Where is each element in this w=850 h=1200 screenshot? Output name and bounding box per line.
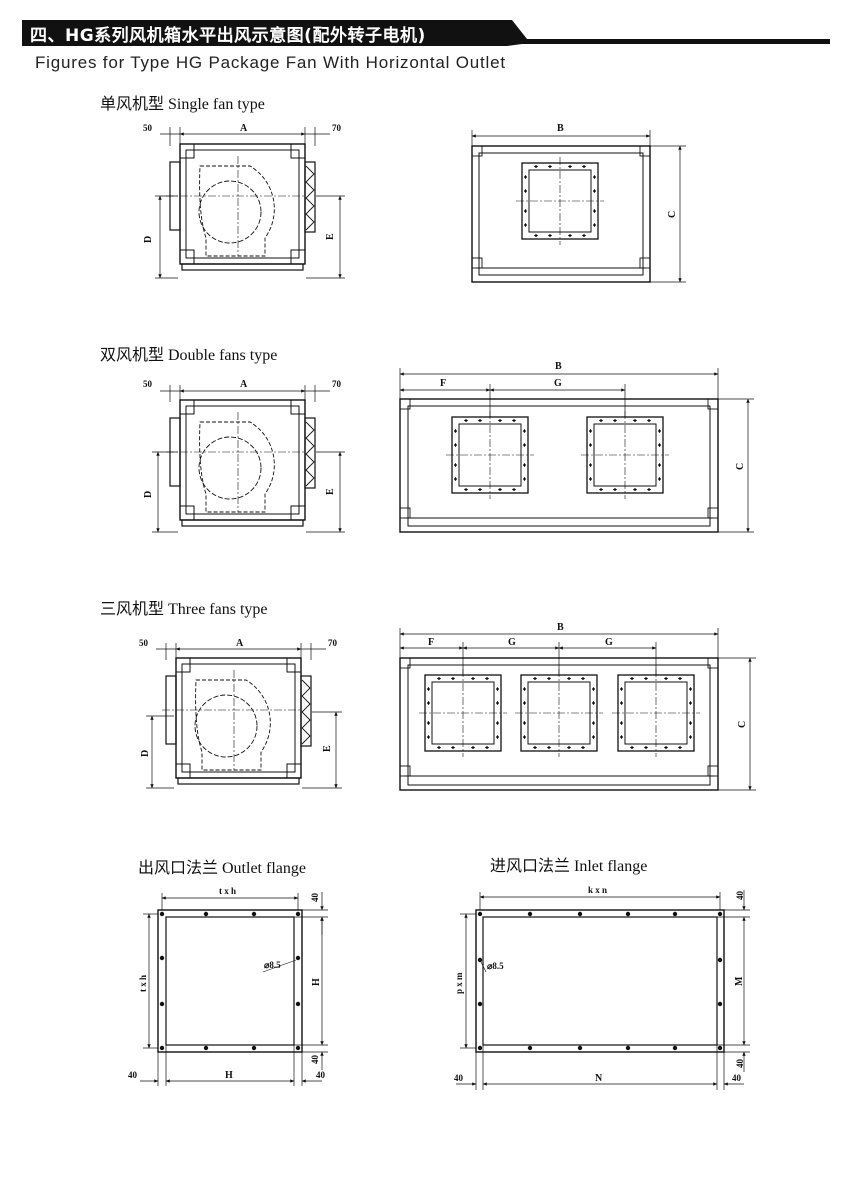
dim-G: G — [554, 378, 562, 389]
single-side-view: 50 A 70 D E — [143, 123, 345, 279]
dim-kxn: k x n — [588, 885, 607, 895]
three-side-view: 50 A 70 D E — [139, 638, 342, 789]
section-title-three: 三风机型 Three fans type — [100, 601, 268, 618]
dim-B: B — [557, 123, 564, 134]
dim-C: C — [667, 211, 678, 218]
dim-H: H — [311, 978, 322, 986]
dim-N: N — [595, 1073, 603, 1084]
outlet-flange-drawing: t x h t x h 40 H 40 40 H 40 ⌀8.5 — [128, 886, 328, 1086]
inlet-flange-drawing: k x n p x m 40 M 40 40 N 40 ⌀8.5 — [454, 885, 750, 1090]
section-title-double: 双风机型 Double fans type — [100, 347, 278, 364]
dim-E: E — [325, 233, 336, 240]
single-front-view: B C — [471, 123, 686, 283]
dim-B: B — [557, 622, 564, 633]
dim-50: 50 — [143, 123, 153, 133]
dim-E: E — [325, 488, 336, 495]
dim-70: 70 — [328, 638, 338, 648]
dim-C: C — [735, 463, 746, 470]
double-front-view: B F G C — [399, 361, 754, 533]
dim-G: G — [508, 637, 516, 648]
dim-F: F — [428, 637, 434, 648]
dim-D: D — [143, 236, 154, 243]
dim-txh: t x h — [219, 886, 236, 896]
dim-40: 40 — [735, 1059, 745, 1069]
section-title-outlet: 出风口法兰 Outlet flange — [138, 860, 306, 877]
dim-50: 50 — [143, 379, 153, 389]
dim-C: C — [737, 721, 748, 728]
dim-D: D — [140, 750, 151, 757]
header-banner: 四、HG系列风机箱水平出风示意图(配外转子电机) — [22, 20, 830, 46]
dim-40: 40 — [735, 891, 745, 901]
dim-F: F — [440, 378, 446, 389]
dim-D: D — [143, 491, 154, 498]
banner-shape — [22, 20, 830, 46]
dim-70: 70 — [332, 123, 342, 133]
dim-G: G — [605, 637, 613, 648]
dim-70: 70 — [332, 379, 342, 389]
dim-B: B — [555, 361, 562, 372]
dim-40: 40 — [310, 1055, 320, 1065]
three-front-view: B F G G C — [399, 622, 756, 791]
dim-50: 50 — [139, 638, 149, 648]
section-title-single: 单风机型 Single fan type — [100, 96, 265, 113]
dim-40: 40 — [128, 1070, 138, 1080]
section-title-inlet: 进风口法兰 Inlet flange — [490, 858, 648, 875]
dim-40: 40 — [732, 1073, 742, 1083]
dim-40: 40 — [310, 893, 320, 903]
dim-A: A — [236, 638, 244, 649]
dim-txh: t x h — [138, 975, 148, 992]
page-title: 四、HG系列风机箱水平出风示意图(配外转子电机) — [30, 26, 426, 46]
dim-40: 40 — [454, 1073, 464, 1083]
dim-A: A — [240, 123, 248, 134]
dim-H: H — [225, 1070, 233, 1081]
page-subtitle: Figures for Type HG Package Fan With Hor… — [35, 53, 506, 72]
hole-diameter: ⌀8.5 — [264, 960, 281, 970]
dim-pxm: p x m — [454, 972, 464, 994]
dim-A: A — [240, 379, 248, 390]
dim-E: E — [322, 745, 333, 752]
double-side-view: 50 A 70 D E — [143, 379, 345, 533]
dim-40: 40 — [316, 1070, 326, 1080]
hole-diameter: ⌀8.5 — [487, 961, 504, 971]
dim-M: M — [734, 976, 745, 986]
